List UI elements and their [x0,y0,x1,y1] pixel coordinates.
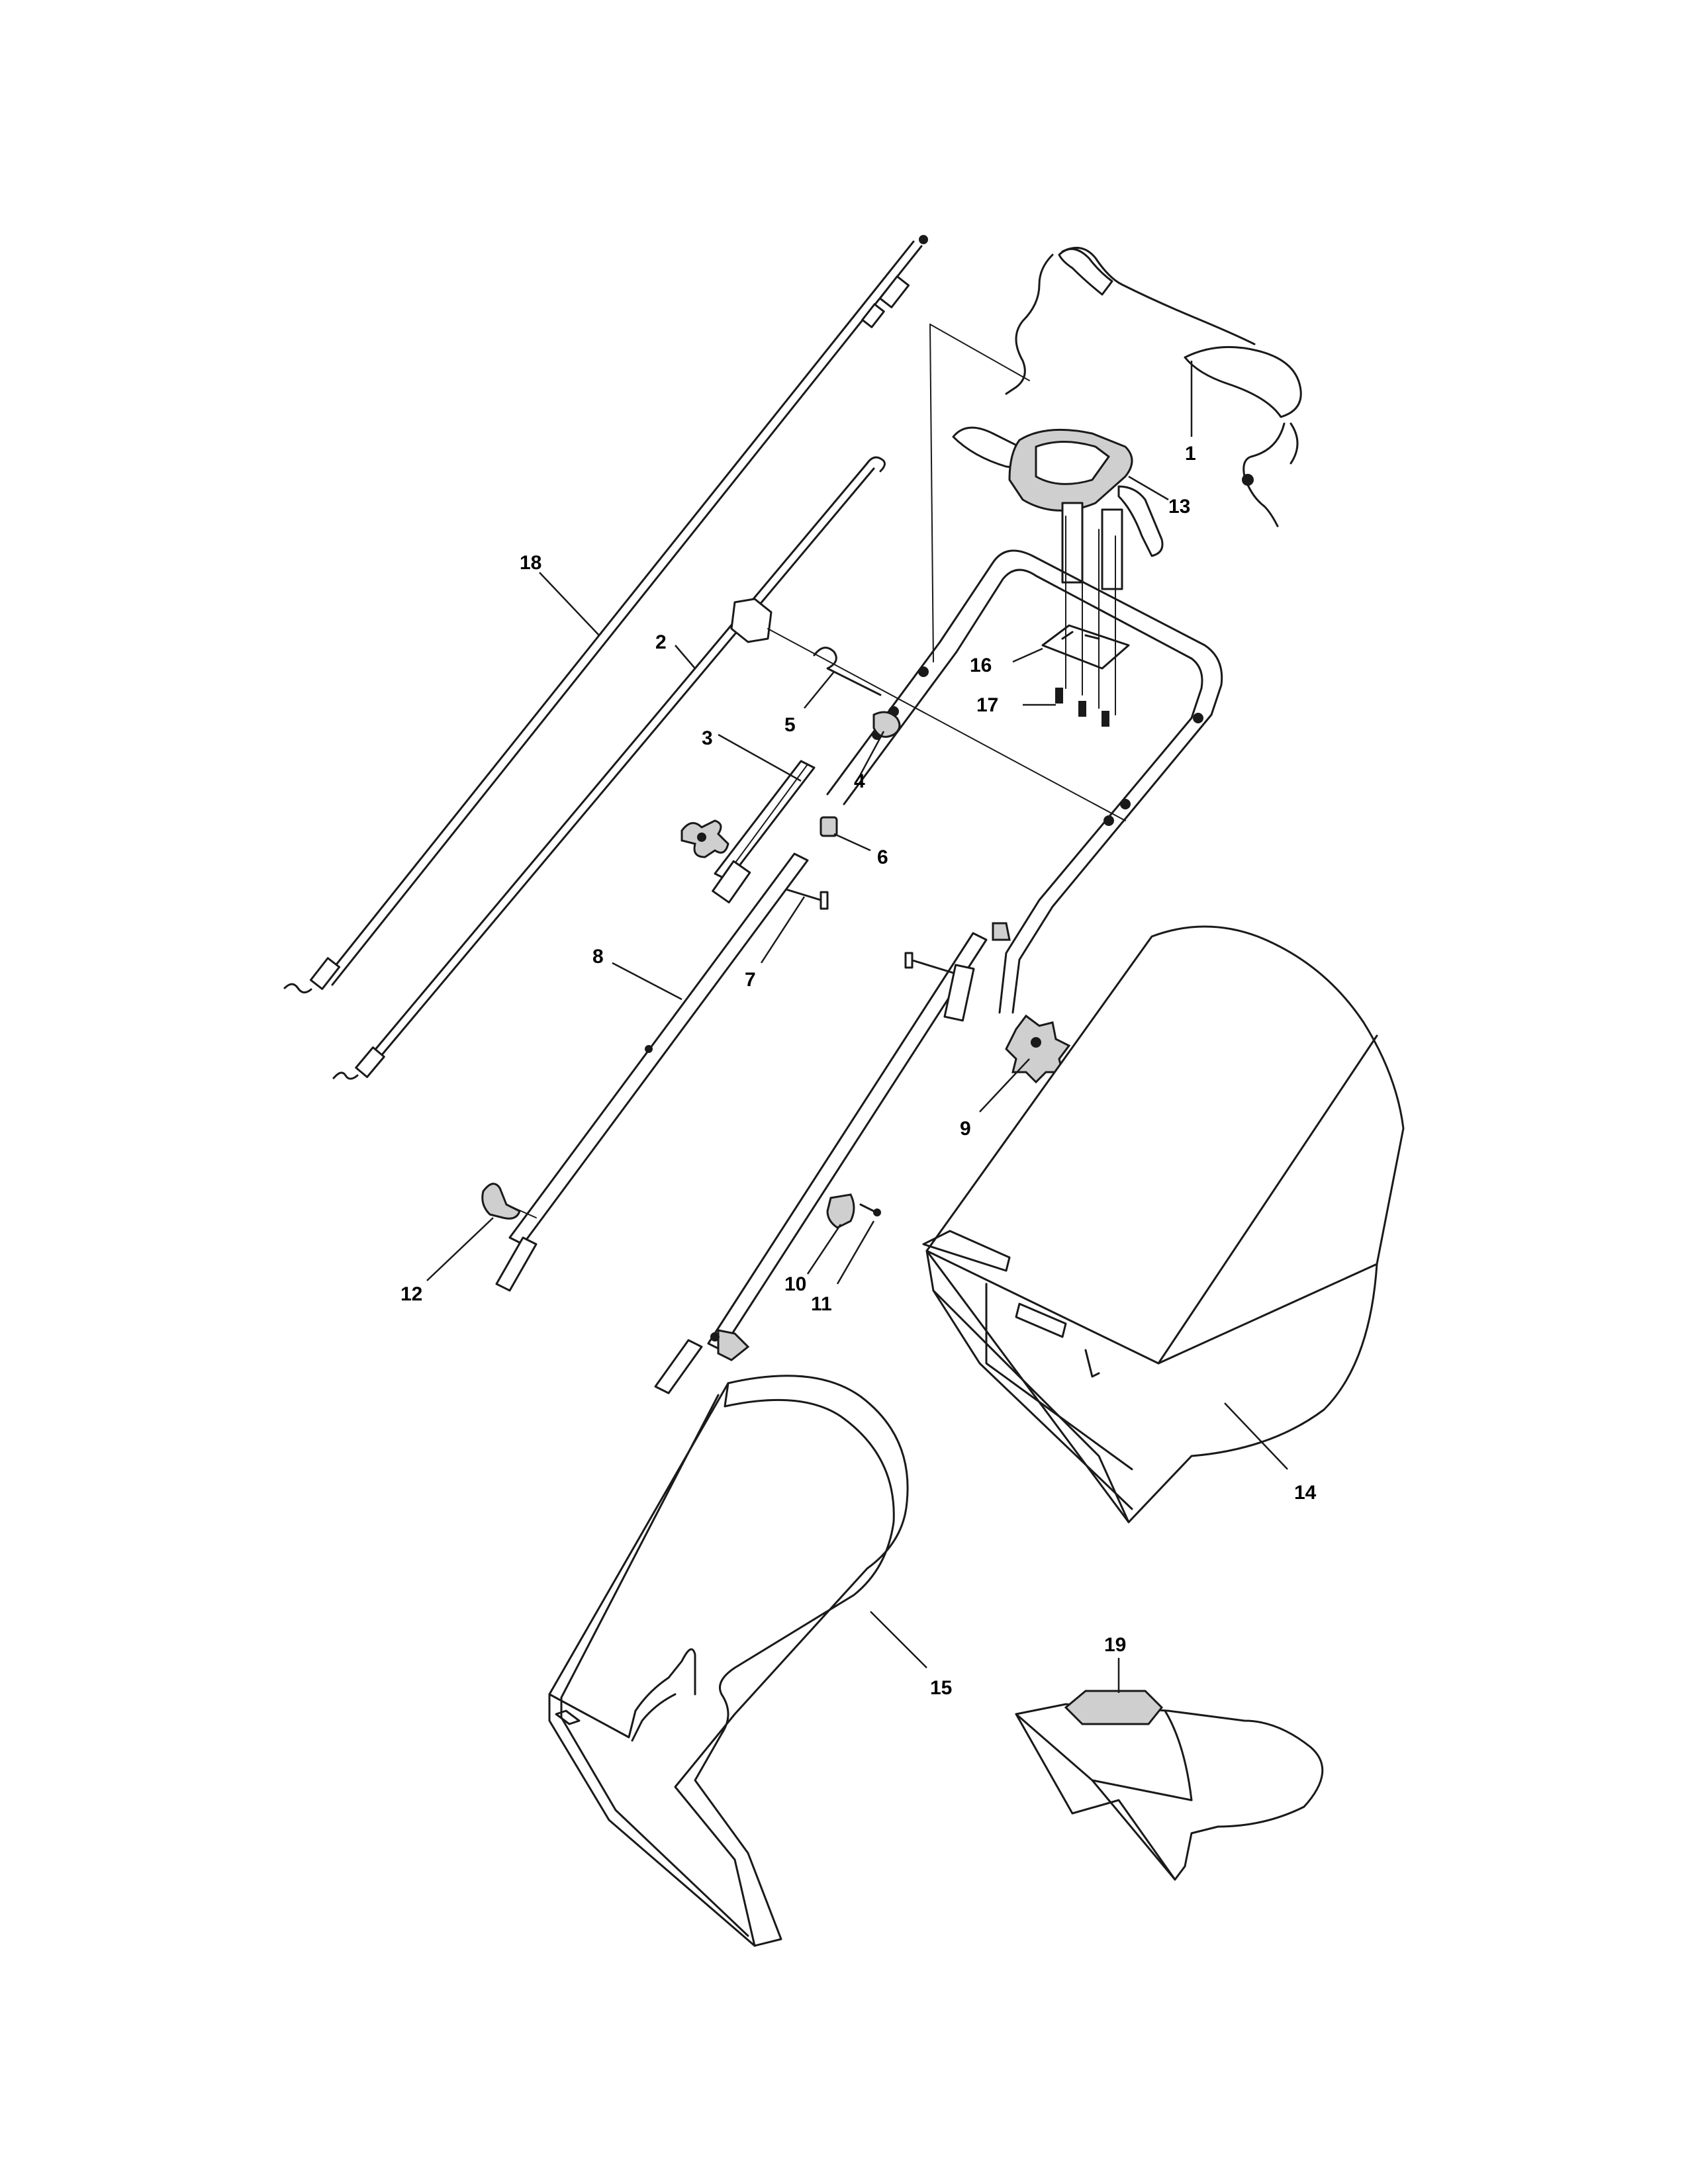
callout-8: 8 [592,946,604,968]
cable-18 [283,235,928,993]
pivot-nut [710,1329,750,1361]
cable-clamp [730,598,1126,821]
callout-15: 15 [930,1677,952,1699]
callout-17: 17 [976,694,998,716]
callout-16: 16 [970,655,992,676]
callout-9: 9 [960,1118,971,1140]
callout-leaders [539,572,696,669]
callout-14: 14 [1294,1482,1317,1504]
mulch-plug-19 [1015,1658,1324,1881]
cable-tie-5 [804,647,882,709]
grass-bag-14 [922,925,1405,1524]
cable-2 [332,456,886,1080]
callout-4: 4 [854,770,865,792]
callout-19: 19 [1104,1634,1126,1656]
callout-12: 12 [400,1283,422,1305]
control-housing-13 [952,426,1169,590]
wing-knob-12 [426,1183,537,1281]
lower-handle-left-8 [495,852,809,1292]
screws-17 [1023,688,1109,727]
callout-2: 2 [655,631,667,653]
star-knob-9 [979,1014,1071,1113]
callout-3: 3 [702,727,713,749]
callout-7: 7 [745,969,756,991]
bracket-16 [1012,516,1130,715]
clamp-10 [806,1193,855,1275]
cable-guide-3 [712,733,816,904]
callout-5: 5 [784,714,796,736]
callout-13: 13 [1168,496,1190,518]
bag-frame-15 [548,1375,927,1947]
callout-18: 18 [520,552,541,574]
nut-6 [820,816,871,852]
callout-1: 1 [1185,443,1196,465]
cable-clip-4 [859,711,901,775]
bail-lever-1 [1005,246,1302,527]
screw-11 [836,1203,881,1285]
callout-11: 11 [811,1293,832,1315]
wing-knob-left-upper [680,819,729,858]
upper-handle-frame [826,324,1223,1014]
lower-handle-right [654,922,1011,1394]
callout-6: 6 [877,846,888,868]
callout-10: 10 [784,1273,806,1295]
callout-labels: 1 2 3 4 5 6 7 8 9 10 11 12 13 14 15 16 1… [400,443,1317,1699]
